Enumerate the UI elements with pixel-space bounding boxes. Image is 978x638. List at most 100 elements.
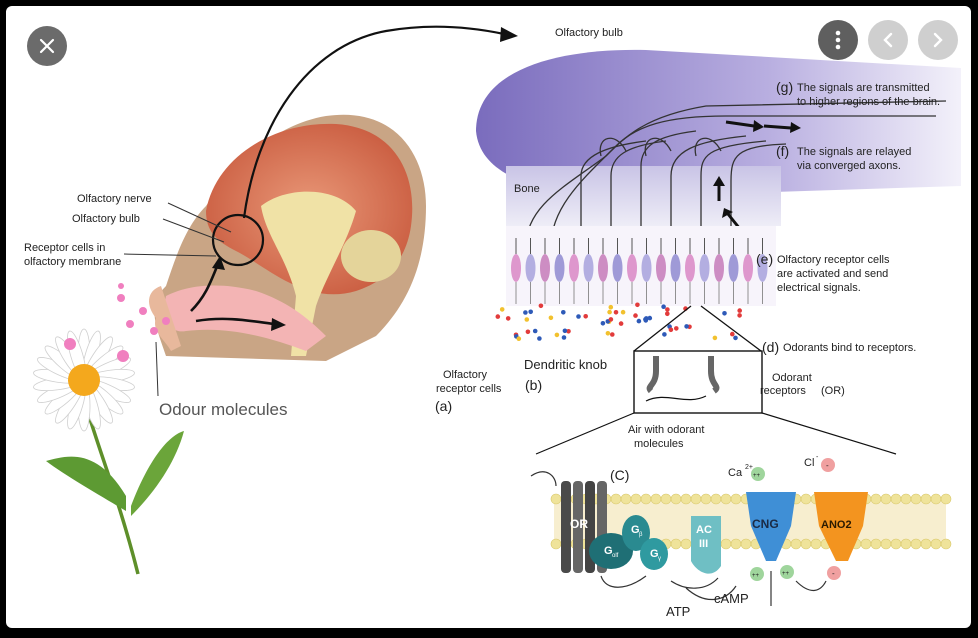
label-olfactory-nerve: Olfactory nerve	[77, 193, 152, 205]
marker-c: (C)	[610, 467, 629, 483]
head-cross-section	[123, 25, 518, 397]
receptor-cell	[641, 238, 652, 304]
previous-button[interactable]	[868, 20, 908, 60]
daisy-center	[68, 364, 100, 396]
image-viewer: Olfactory bulb Olfactory nerve Olfactory…	[6, 6, 971, 628]
more-vertical-icon	[835, 30, 841, 50]
membrane-bead	[650, 493, 662, 505]
receptor-cell	[656, 238, 666, 304]
receptor-cell	[569, 238, 579, 304]
label-f-2: via converged axons.	[797, 160, 901, 172]
label-bone: Bone	[514, 183, 540, 195]
membrane-bead	[870, 538, 882, 550]
odorant-dot	[562, 328, 568, 334]
membrane-bead	[880, 493, 892, 505]
odorant-dot	[674, 326, 679, 331]
label-air-2: molecules	[634, 438, 684, 450]
label-f-1: The signals are relayed	[797, 146, 911, 158]
odorant-dot	[712, 335, 718, 341]
more-options-button[interactable]	[818, 20, 858, 60]
odorant-dot	[608, 304, 614, 310]
label-g-beta-sub: β	[639, 532, 643, 538]
label-g-olf: G	[604, 545, 613, 557]
receptor-zoom-box	[535, 305, 897, 455]
label-ca-sup: 2+	[745, 464, 753, 471]
label-ac: AC	[696, 524, 712, 536]
label-odorant-1: Odorant	[772, 372, 812, 384]
label-air-1: Air with odorant	[628, 424, 704, 436]
chevron-right-icon	[933, 32, 943, 48]
label-g-olf-sub: olf	[612, 553, 619, 559]
receptor-cell	[728, 238, 739, 304]
odorant-dot	[505, 316, 511, 321]
ion-minus-2: -	[832, 569, 835, 578]
membrane-bead	[610, 493, 622, 505]
odorant-dot	[600, 321, 606, 326]
odorant-dot	[605, 331, 611, 336]
odorant-dot	[668, 327, 674, 333]
close-button[interactable]	[27, 26, 67, 66]
label-olfactory-bulb-left: Olfactory bulb	[72, 213, 140, 225]
odorant-dot	[524, 317, 530, 322]
membrane-bead	[670, 538, 682, 550]
chevron-left-icon	[883, 32, 893, 48]
membrane-bead	[940, 493, 952, 505]
membrane-bead	[910, 538, 922, 550]
label-receptor-cells-2: olfactory membrane	[24, 256, 121, 268]
membrane-bead	[940, 538, 952, 550]
odorant-dot	[561, 310, 566, 315]
label-odour-molecules: Odour molecules	[159, 400, 288, 419]
label-cng: CNG	[752, 517, 779, 531]
label-olfactory-bulb-top: Olfactory bulb	[555, 27, 623, 39]
receptor-cell	[554, 238, 565, 304]
daisy-flower	[33, 328, 184, 575]
receptor-cells	[511, 238, 768, 304]
ion-plus-2: ++	[782, 571, 790, 577]
marker-g: (g)	[776, 79, 793, 95]
ion-plus-ca: ++	[753, 473, 761, 479]
membrane-bead	[900, 538, 912, 550]
receptor-cell	[699, 238, 710, 304]
bone-layer	[506, 166, 781, 226]
label-dendritic-knob: Dendritic knob	[524, 357, 607, 372]
receptor-cell	[627, 238, 637, 304]
membrane-bead	[920, 538, 932, 550]
odorant-dot	[665, 307, 670, 312]
label-e-1: Olfactory receptor cells	[777, 254, 890, 266]
membrane-panel	[530, 458, 952, 606]
marker-b: (b)	[525, 377, 542, 393]
next-button[interactable]	[918, 20, 958, 60]
odorant-dot	[561, 335, 567, 340]
odorant-dot	[495, 314, 501, 319]
marker-f: (f)	[776, 143, 789, 159]
membrane-bead	[670, 493, 682, 505]
label-g-1: The signals are transmitted	[797, 82, 930, 94]
close-icon	[39, 38, 55, 54]
membrane-bead	[620, 493, 632, 505]
membrane-bead	[550, 493, 562, 505]
membrane-bead	[710, 493, 722, 505]
label-ac-iii: III	[699, 538, 708, 550]
membrane-bead	[890, 538, 902, 550]
label-receptor-cells-1: Receptor cells in	[24, 242, 105, 254]
odorant-dot	[532, 328, 538, 334]
receptor-cell	[612, 238, 623, 304]
membrane-bead	[920, 493, 932, 505]
membrane-bead	[550, 538, 562, 550]
label-d: Odorants bind to receptors.	[783, 342, 916, 354]
odorant-dot	[661, 304, 666, 310]
label-orc-2: receptor cells	[436, 383, 502, 395]
membrane-bead	[720, 538, 732, 550]
receptor-cell	[743, 238, 753, 304]
marker-d: (d)	[762, 339, 779, 355]
membrane-bead	[930, 493, 942, 505]
ion-plus-1: ++	[752, 573, 760, 579]
label-orc-1: Olfactory	[443, 369, 488, 381]
membrane-bead	[730, 493, 742, 505]
odorant-dot	[516, 336, 522, 342]
label-e-2: are activated and send	[777, 268, 888, 280]
membrane-bead	[680, 493, 692, 505]
membrane-bead	[900, 493, 912, 505]
membrane-bead	[660, 493, 672, 505]
odorant-dot	[722, 311, 727, 316]
